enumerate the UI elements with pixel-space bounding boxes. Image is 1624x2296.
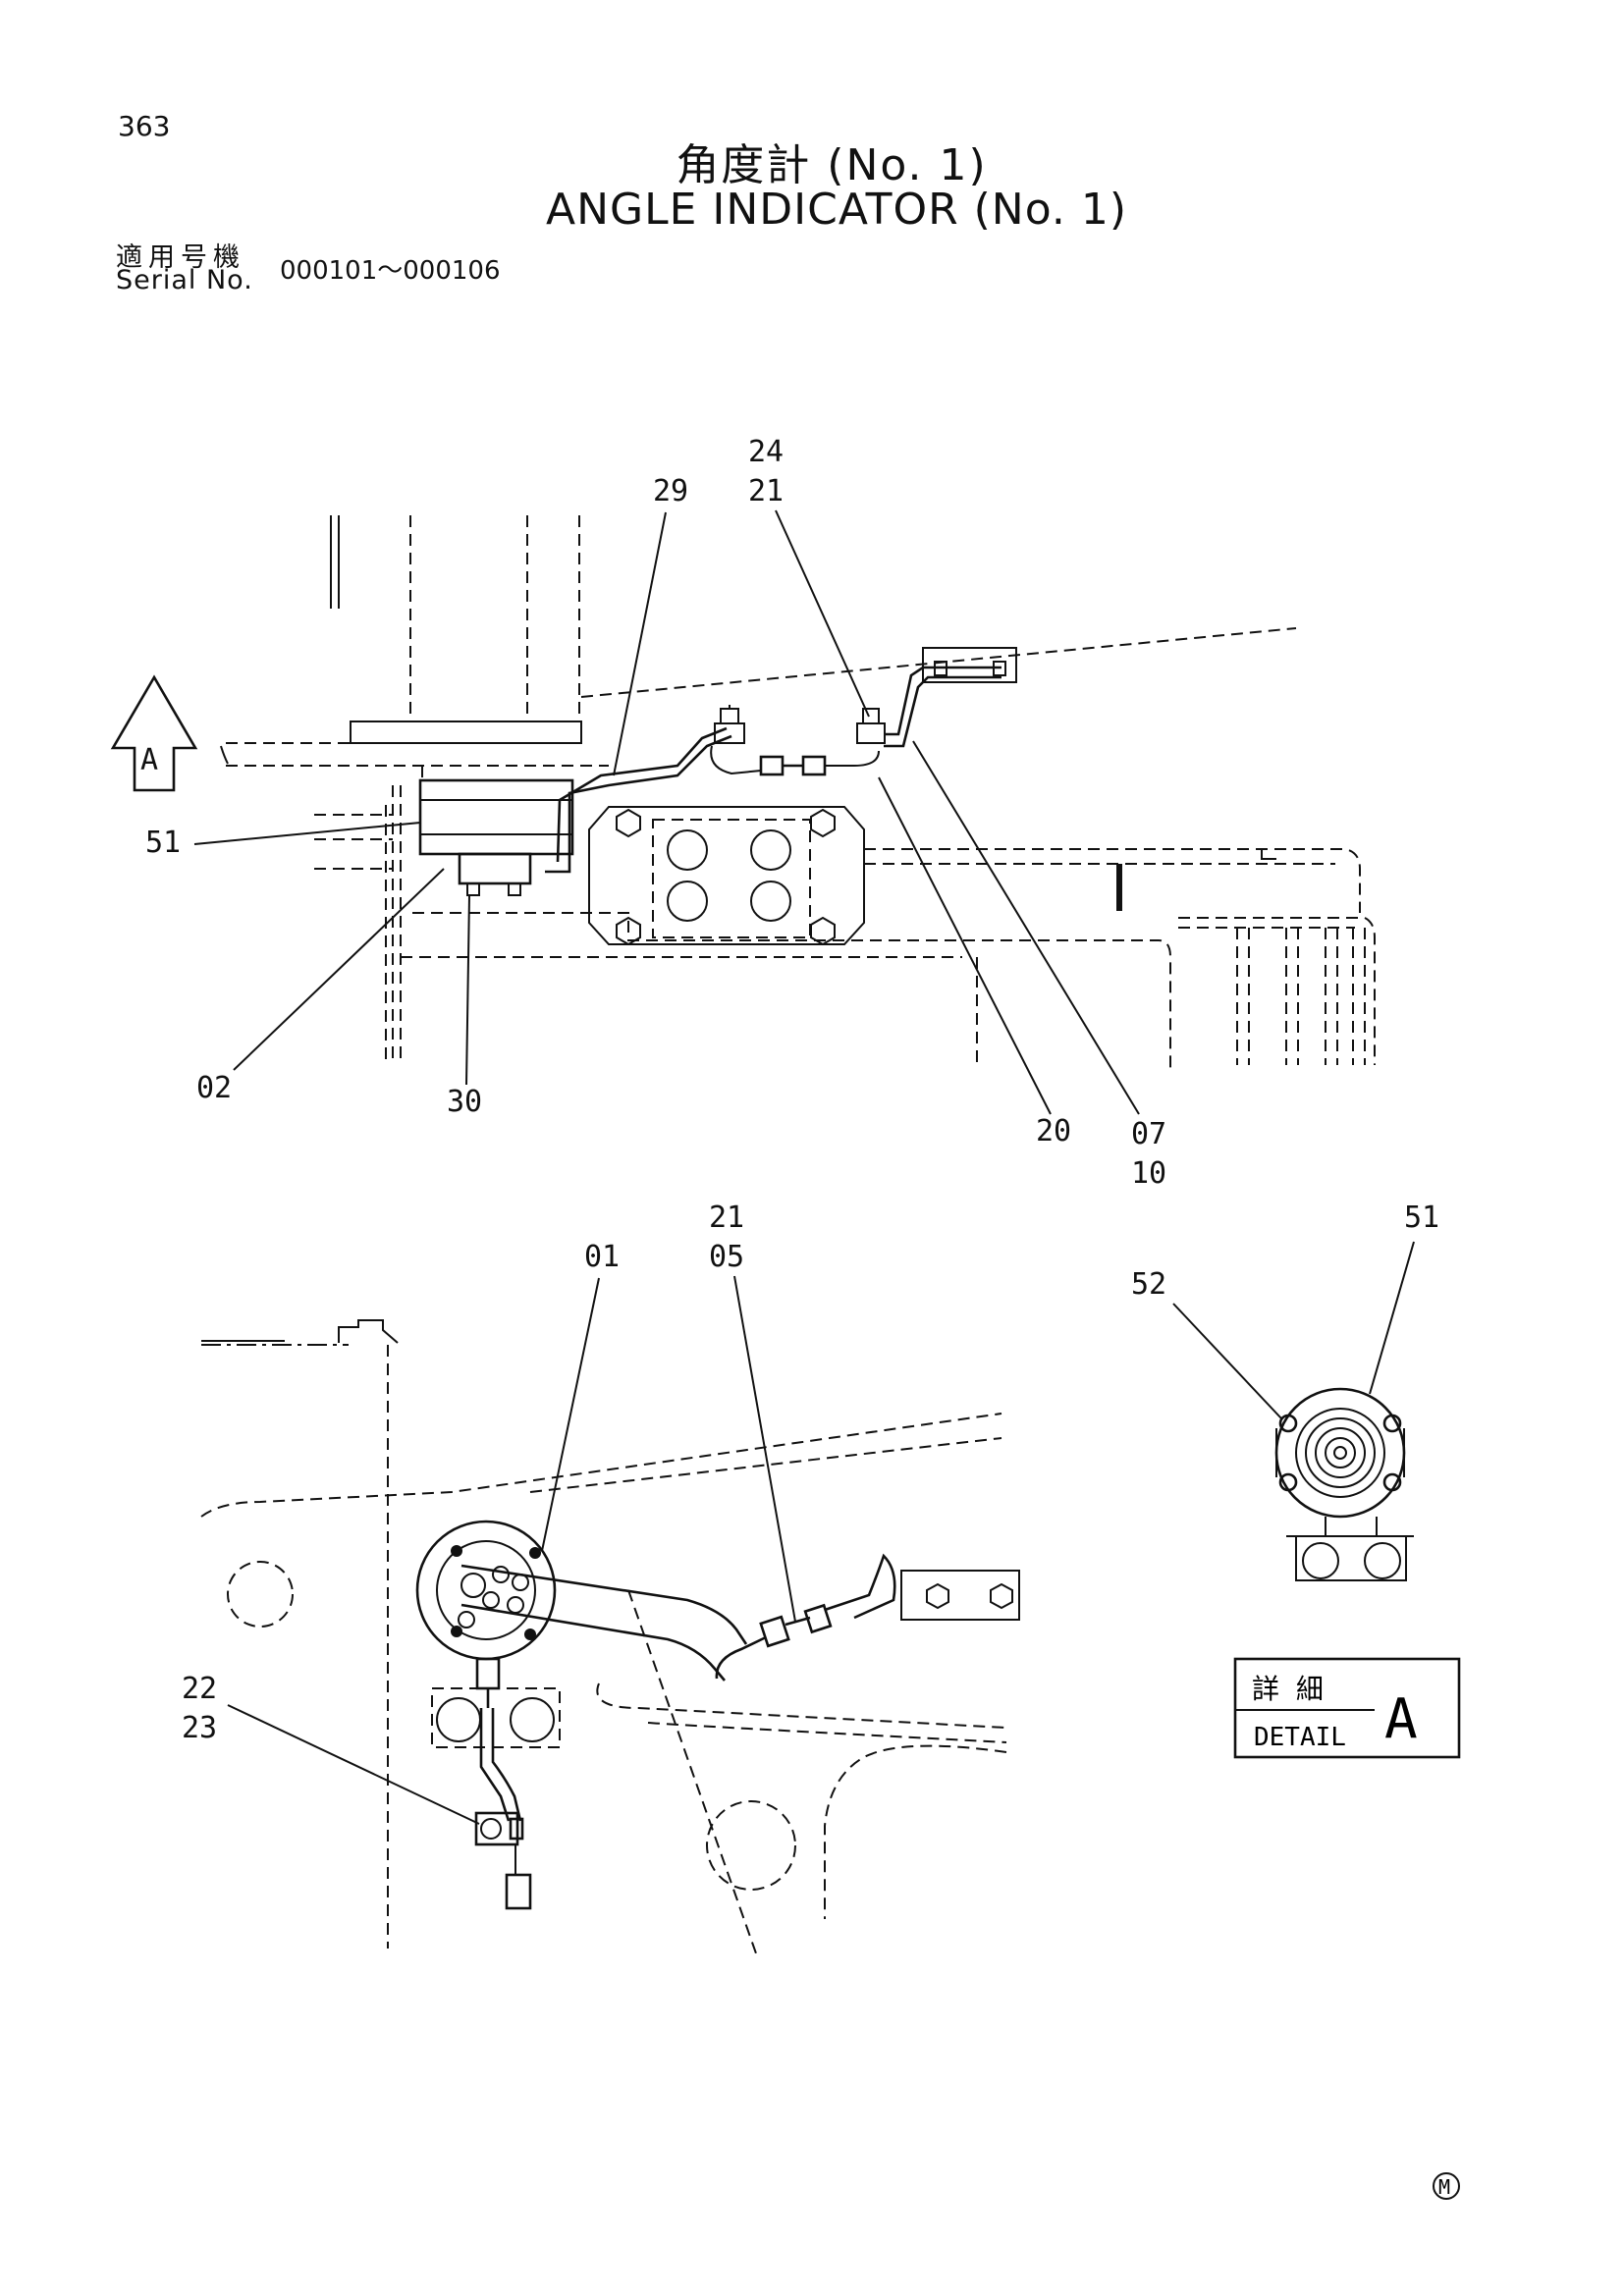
bottom-view: 21 05 01 22 23 xyxy=(182,1201,1020,1954)
base-plate xyxy=(588,806,865,946)
callout-05: 05 xyxy=(709,1240,744,1274)
callout-24-top: 24 xyxy=(748,435,784,469)
manufacturer-mark-letter: M xyxy=(1438,2175,1450,2199)
page-title-english: ANGLE INDICATOR (No. 1) xyxy=(546,185,1127,235)
page-number: 363 xyxy=(118,110,171,142)
callout-51-detail: 51 xyxy=(1404,1201,1439,1235)
callout-23: 23 xyxy=(182,1711,217,1745)
callout-20: 20 xyxy=(1036,1114,1071,1148)
callout-21-bottom: 21 xyxy=(709,1201,744,1235)
serial-label-japanese: 適用号機 xyxy=(116,242,245,273)
serial-label-english: Serial No. xyxy=(116,265,253,295)
view-arrow-label: A xyxy=(140,743,158,777)
detail-label-english: DETAIL xyxy=(1254,1723,1346,1752)
callout-10: 10 xyxy=(1131,1156,1166,1191)
detail-a-box: 詳 細 DETAIL A xyxy=(1233,1657,1461,1759)
callout-51-top: 51 xyxy=(145,826,181,860)
callout-21-top: 21 xyxy=(748,474,784,508)
manufacturer-mark: M xyxy=(1433,2172,1460,2200)
callout-02: 02 xyxy=(196,1071,232,1105)
detail-letter: A xyxy=(1384,1687,1418,1751)
serial-range: 000101～000106 xyxy=(280,256,501,286)
callout-22: 22 xyxy=(182,1672,217,1706)
detail-view: 51 52 詳 細 DETAIL A xyxy=(1131,1201,1461,1759)
rod-end-connector xyxy=(715,1553,1020,1680)
angle-indicator-disc xyxy=(415,1520,748,1690)
detail-label-japanese: 詳 細 xyxy=(1252,1673,1324,1705)
view-arrow-a: A xyxy=(110,674,198,792)
callout-29: 29 xyxy=(653,474,688,508)
page-title-japanese: 角度計 (No. 1) xyxy=(676,140,988,190)
angle-indicator-housing xyxy=(418,766,574,896)
linkage-rod xyxy=(710,647,1017,776)
callout-30: 30 xyxy=(447,1085,482,1119)
callout-52: 52 xyxy=(1131,1267,1166,1302)
mounting-bracket xyxy=(431,1687,561,1748)
callout-07: 07 xyxy=(1131,1117,1166,1151)
callout-01: 01 xyxy=(584,1240,620,1274)
top-view: A xyxy=(110,435,1376,1191)
